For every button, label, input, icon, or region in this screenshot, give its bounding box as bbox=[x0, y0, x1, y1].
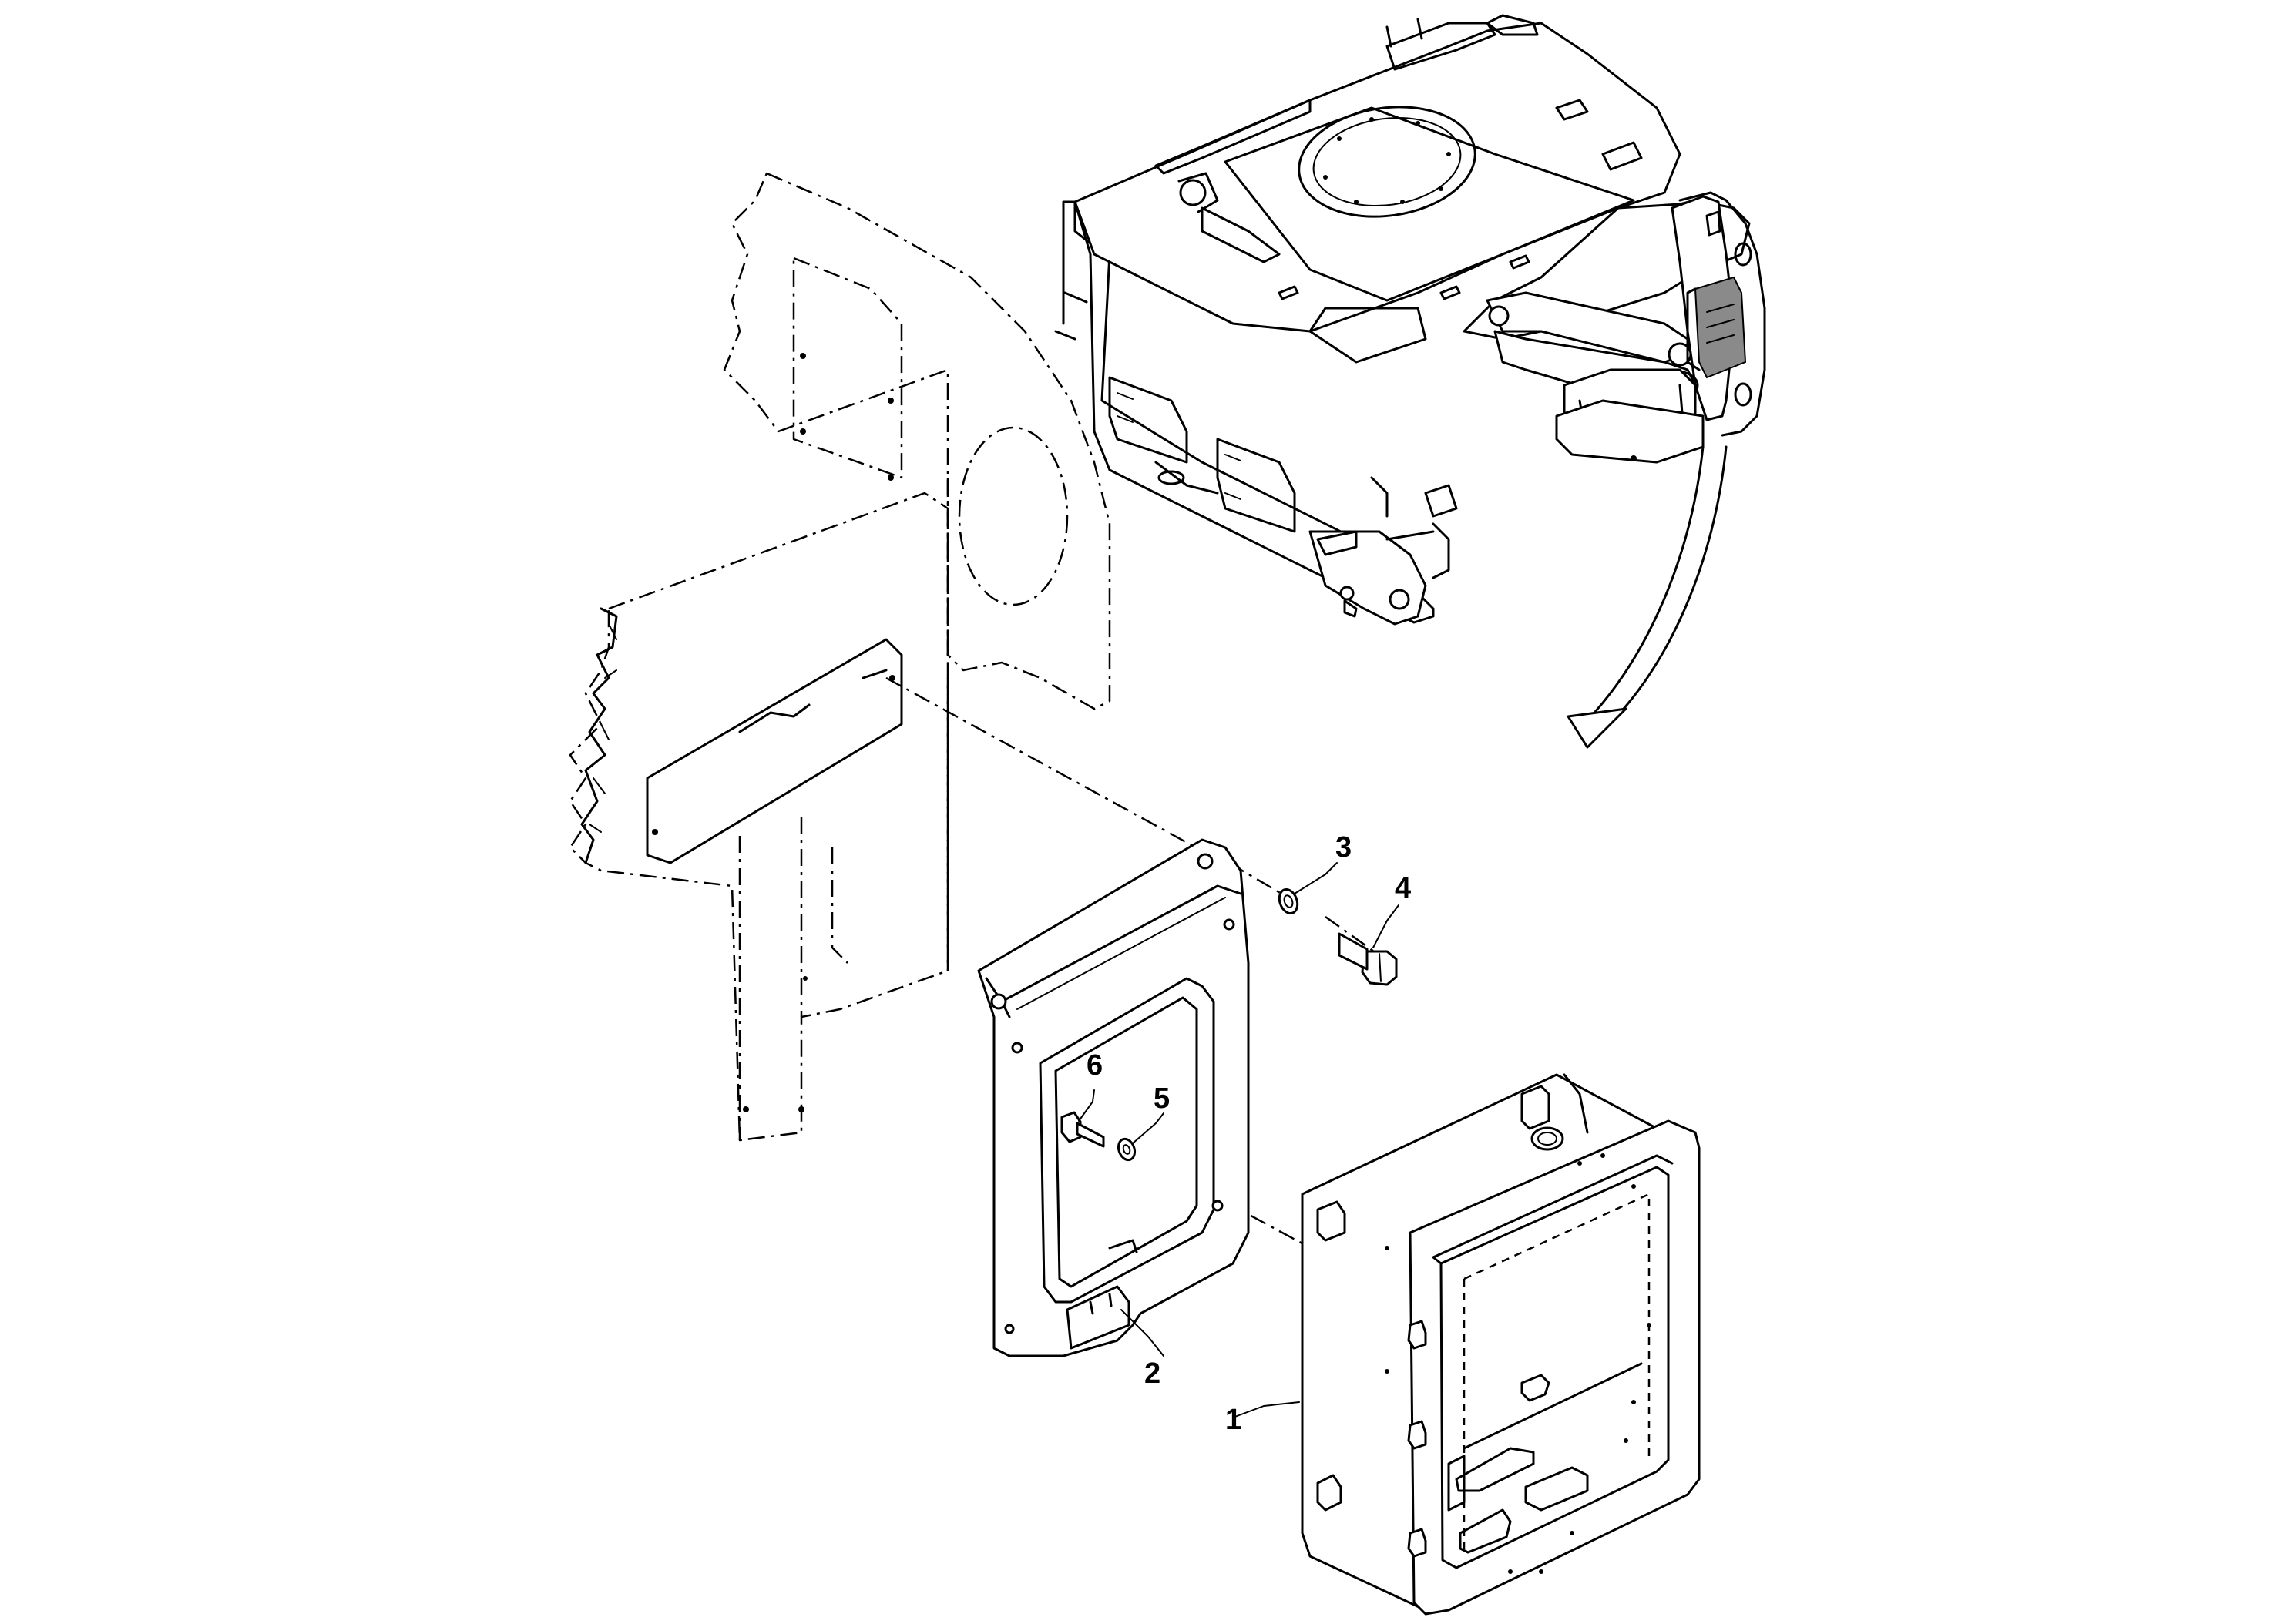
leader-lines bbox=[1078, 862, 1399, 1418]
callout-6: 6 bbox=[1087, 1049, 1103, 1082]
washer-part-3 bbox=[1278, 888, 1299, 914]
callout-labels: 1 2 3 4 5 6 bbox=[1087, 831, 1411, 1436]
machine-frame-assembly bbox=[1054, 14, 1766, 626]
callout-4: 4 bbox=[1395, 872, 1411, 904]
curved-arrow-icon bbox=[1567, 445, 1728, 749]
callout-2: 2 bbox=[1144, 1357, 1160, 1390]
callout-3: 3 bbox=[1335, 831, 1352, 864]
callout-1: 1 bbox=[1225, 1404, 1241, 1436]
bolt-part-4 bbox=[1338, 932, 1398, 986]
mounting-plate-part-2 bbox=[977, 838, 1250, 1357]
enclosure-box-part-1 bbox=[1301, 1073, 1701, 1616]
screw-part-6 bbox=[1060, 1111, 1105, 1148]
washer-part-5 bbox=[1117, 1137, 1137, 1162]
callout-5: 5 bbox=[1154, 1082, 1170, 1115]
reference-panel-outline bbox=[569, 172, 1111, 1142]
